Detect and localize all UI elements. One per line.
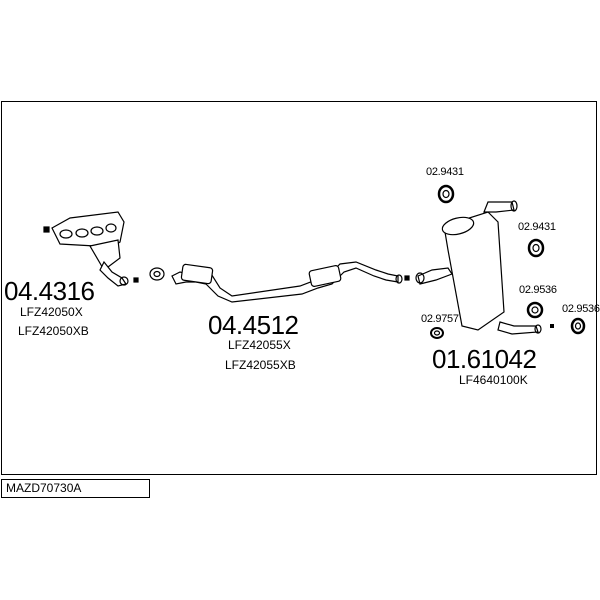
gasket-ring xyxy=(149,267,165,281)
part-ref-rear-silencer: LF4640100K xyxy=(459,373,528,387)
part-ref-middle-pipe-1: LFZ42055X xyxy=(228,338,291,352)
fitting-label-rubber-top-right: 02.9431 xyxy=(518,221,556,233)
part-number-middle-pipe: 04.4512 xyxy=(208,310,299,340)
part-ref-middle-pipe-2: LFZ42055XB xyxy=(225,358,296,372)
fitting-label-rubber-far-right: 02.9536 xyxy=(562,303,600,315)
middle-pipe-drawing xyxy=(171,261,410,303)
fitting-label-rubber-top-left: 02.9431 xyxy=(426,166,464,178)
rear-silencer-drawing xyxy=(415,200,542,335)
part-number-manifold: 04.4316 xyxy=(4,276,95,306)
diagram-code: MAZD70730A xyxy=(1,479,150,498)
manifold-drawing xyxy=(43,211,139,287)
fitting-label-rubber-right: 02.9536 xyxy=(519,284,557,296)
part-ref-manifold-2: LFZ42050XB xyxy=(18,324,89,338)
rubber-hanger-right xyxy=(526,301,544,319)
rubber-hanger-top-left xyxy=(437,184,455,204)
fitting-label-gasket: 02.9757 xyxy=(421,313,459,325)
rubber-hanger-top-right xyxy=(527,238,545,258)
part-number-rear-silencer: 01.61042 xyxy=(432,344,537,374)
part-ref-manifold-1: LFZ42050X xyxy=(20,305,83,319)
rubber-hanger-far-right xyxy=(570,317,586,335)
gasket-small xyxy=(430,327,444,339)
diagram-frame xyxy=(1,101,597,475)
